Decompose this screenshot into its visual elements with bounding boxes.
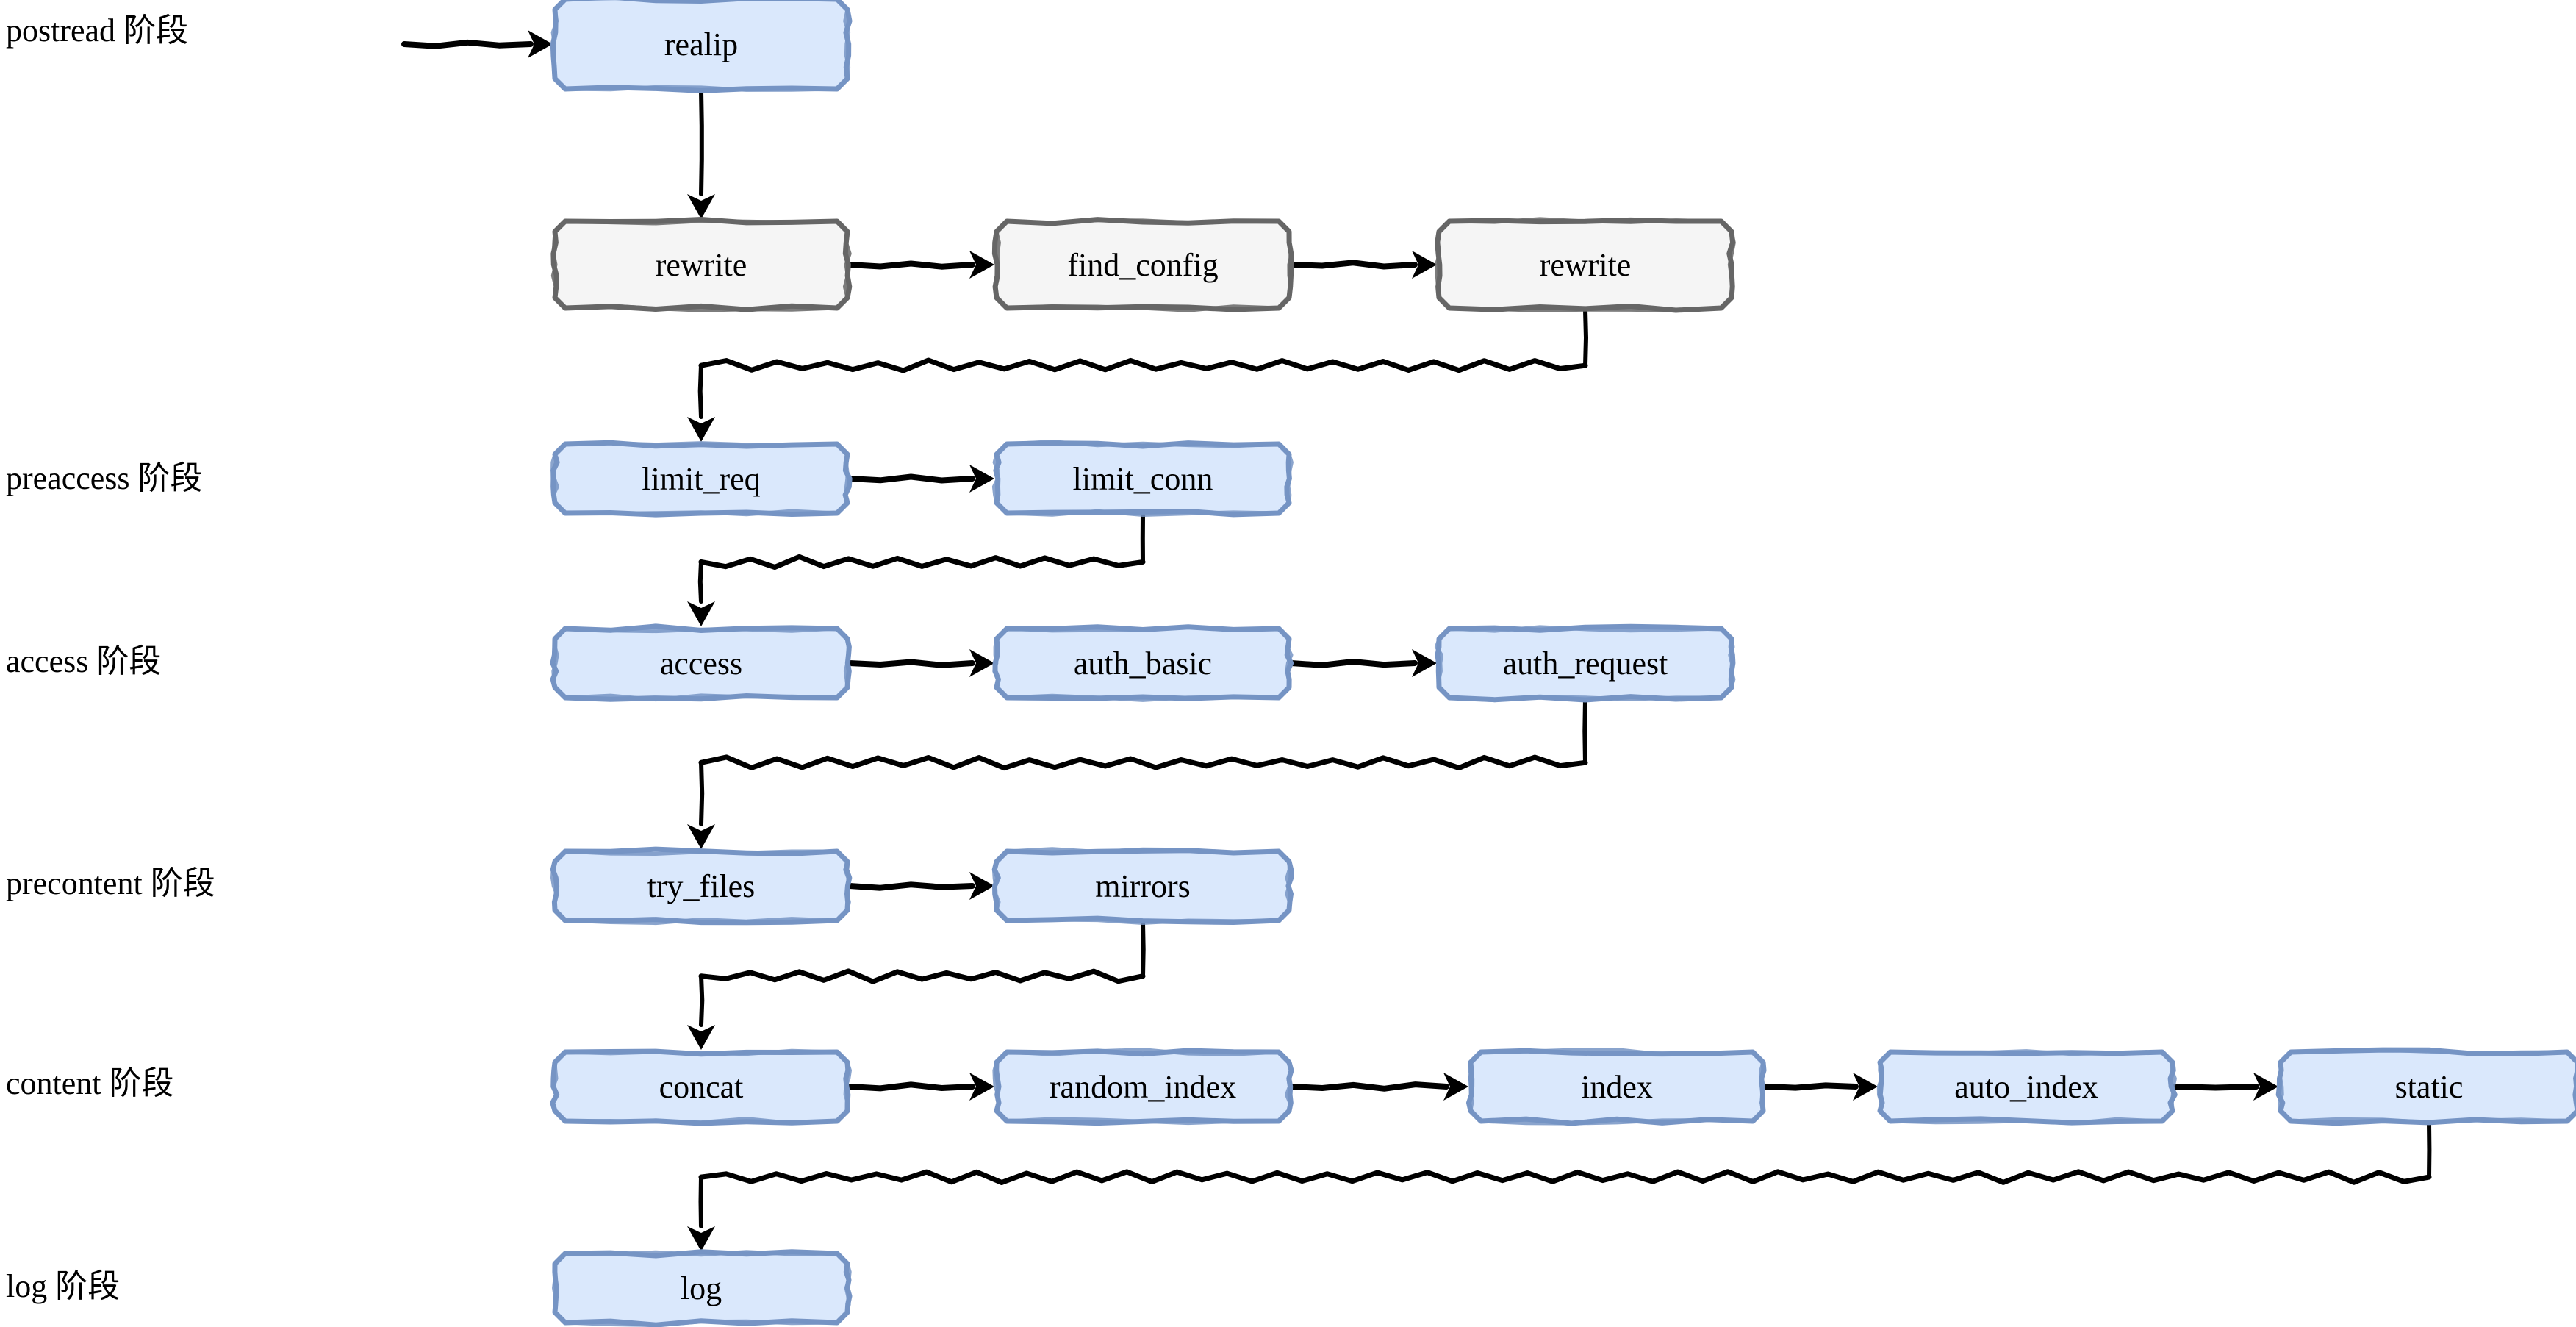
connector-e-limit_conn-access-across <box>698 554 1146 570</box>
connector-e-try_files-mirrors <box>847 881 975 891</box>
arrowhead-e-rewrite1-find_config <box>969 251 994 279</box>
connector-e-rewrite2-limit_req-across <box>698 357 1588 373</box>
phase-label-access: access 阶段 <box>6 643 162 679</box>
arrowhead-e-auth_basic-auth_request <box>1412 649 1437 677</box>
node-mirrors[interactable]: mirrors <box>991 847 1294 925</box>
connector-e-static-log-down2 <box>698 1175 703 1228</box>
connector-e-find_config-rewrite2 <box>1288 260 1418 270</box>
phase-label-content: content 阶段 <box>6 1065 174 1101</box>
node-shape-limit_req <box>550 440 853 518</box>
node-shape-limit_conn <box>991 440 1294 518</box>
arrowhead-e-random_index-index <box>1443 1073 1468 1101</box>
node-shape-mirrors <box>991 847 1294 925</box>
node-static[interactable]: static <box>2275 1047 2576 1126</box>
connector-e-auth_request-try_files-across <box>698 754 1588 771</box>
connector-e-rewrite1-find_config <box>847 260 975 270</box>
arrowhead-e-find_config-rewrite2 <box>1412 251 1437 279</box>
node-auth_basic[interactable]: auth_basic <box>992 624 1294 702</box>
arrowhead-e-auth_request-try_files <box>687 824 715 849</box>
node-find_config[interactable]: find_config <box>991 217 1294 312</box>
node-shape-random_index <box>992 1048 1294 1126</box>
arrowhead-e-entry-realip <box>528 30 553 58</box>
node-shape-index <box>1466 1048 1767 1126</box>
node-shape-auth_basic <box>992 624 1294 702</box>
connector-e-limit_req-limit_conn <box>847 473 975 484</box>
connector-e-limit_conn-access-down2 <box>697 559 703 604</box>
connector-e-rewrite2-limit_req-down1 <box>1583 308 1588 368</box>
arrowhead-e-auto_index-static <box>2253 1073 2278 1101</box>
node-try_files[interactable]: try_files <box>550 846 853 926</box>
connector-e-mirrors-concat-down1 <box>1141 920 1146 979</box>
node-limit_req[interactable]: limit_req <box>550 440 853 518</box>
connector-e-concat-random_index <box>847 1081 975 1092</box>
connector-e-index-auto_index <box>1762 1082 1859 1091</box>
node-shape-find_config <box>991 217 1294 312</box>
node-access[interactable]: access <box>550 623 852 702</box>
node-rewrite1[interactable]: rewrite <box>550 217 853 312</box>
node-log[interactable]: log <box>552 1249 853 1327</box>
node-shape-concat <box>550 1048 852 1126</box>
arrowhead-e-static-log <box>687 1226 715 1251</box>
connector-e-access-auth_basic <box>847 659 975 668</box>
node-shape-rewrite2 <box>1435 217 1736 313</box>
node-shape-auth_request <box>1434 623 1736 703</box>
node-limit_conn[interactable]: limit_conn <box>991 440 1294 518</box>
phase-label-postread: postread 阶段 <box>6 12 189 49</box>
connector-e-static-log-across <box>698 1169 2432 1185</box>
connector-e-realip-rewrite1 <box>699 89 704 196</box>
node-shape-log <box>552 1249 853 1327</box>
node-shape-realip <box>550 0 853 93</box>
connector-e-auth_request-try_files-down2 <box>699 760 705 826</box>
connector-e-random_index-index <box>1288 1081 1449 1092</box>
arrowhead-e-try_files-mirrors <box>969 872 994 900</box>
arrowhead-e-limit_req-limit_conn <box>969 465 994 493</box>
phase-label-precontent: precontent 阶段 <box>6 865 215 901</box>
arrowhead-e-limit_conn-access <box>687 601 715 626</box>
node-index[interactable]: index <box>1466 1048 1767 1126</box>
node-auth_request[interactable]: auth_request <box>1434 623 1736 703</box>
connector-e-entry-realip <box>401 39 534 49</box>
connector-e-mirrors-concat-down2 <box>699 973 705 1027</box>
arrowhead-e-mirrors-concat <box>687 1025 715 1050</box>
arrowhead-e-realip-rewrite1 <box>687 194 715 219</box>
node-concat[interactable]: concat <box>550 1048 852 1126</box>
arrowhead-e-index-auto_index <box>1853 1073 1878 1101</box>
node-realip[interactable]: realip <box>550 0 853 93</box>
node-shape-rewrite1 <box>550 217 853 312</box>
node-shape-static <box>2275 1047 2576 1126</box>
node-shape-try_files <box>550 846 853 926</box>
connector-e-auth_basic-auth_request <box>1288 659 1418 668</box>
node-shape-access <box>550 623 852 702</box>
connector-e-auto_index-static <box>2172 1084 2259 1091</box>
connector-e-mirrors-concat-across <box>698 968 1146 984</box>
node-auto_index[interactable]: auto_index <box>1876 1049 2178 1126</box>
node-random_index[interactable]: random_index <box>992 1048 1294 1126</box>
arrowhead-e-access-auth_basic <box>969 649 994 677</box>
arrowhead-e-rewrite2-limit_req <box>687 417 715 442</box>
phase-label-preaccess: preaccess 阶段 <box>6 460 203 496</box>
node-shape-auto_index <box>1876 1049 2178 1126</box>
phase-label-log: log 阶段 <box>6 1268 121 1304</box>
node-rewrite2[interactable]: rewrite <box>1435 217 1736 313</box>
arrowhead-e-concat-random_index <box>969 1073 994 1101</box>
connector-e-rewrite2-limit_req-down2 <box>697 363 703 419</box>
